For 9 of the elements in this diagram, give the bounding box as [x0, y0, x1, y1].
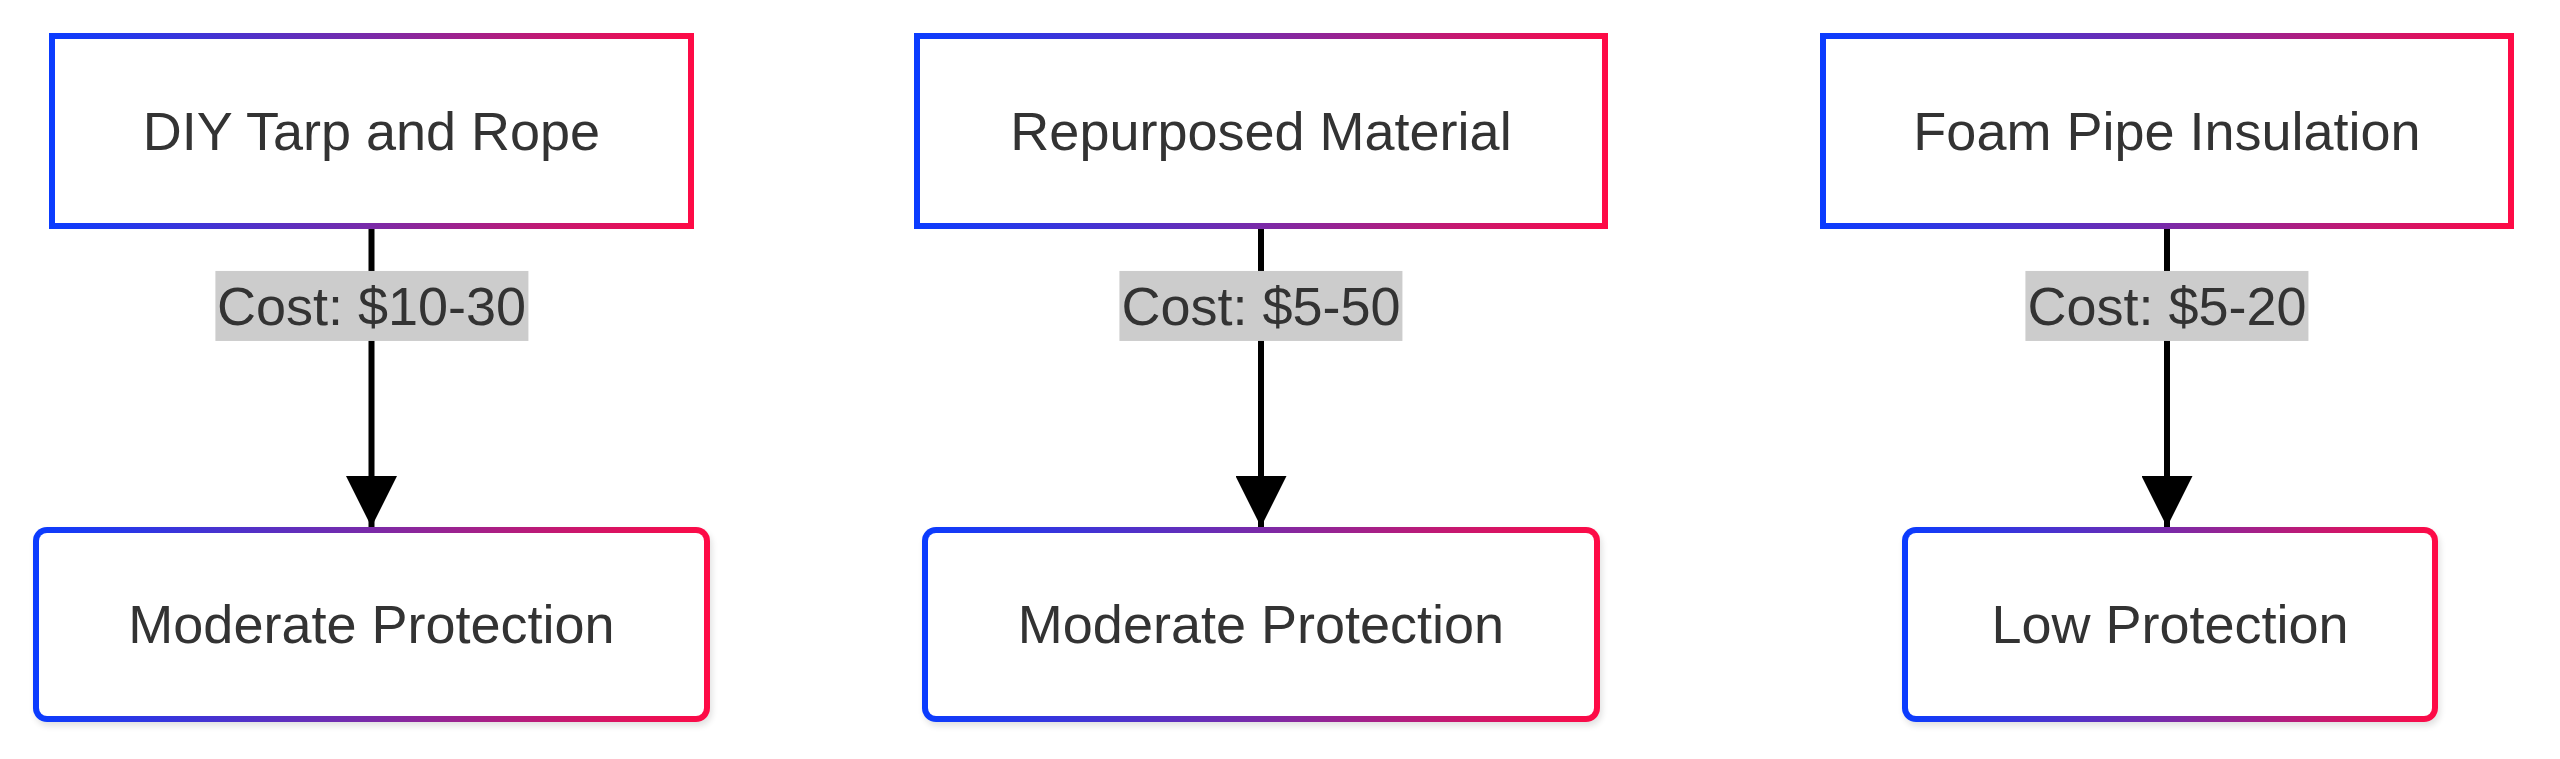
node-label: Moderate Protection [1016, 593, 1506, 657]
node-label: Repurposed Material [1009, 99, 1513, 163]
node-label: Low Protection [1990, 593, 2350, 657]
edge-label: Cost: $5-20 [2025, 270, 2309, 342]
node-label: Foam Pipe Insulation [1912, 99, 2422, 163]
node-label: DIY Tarp and Rope [141, 99, 602, 163]
node-label: Moderate Protection [127, 593, 616, 657]
edge-label: Cost: $5-50 [1119, 270, 1403, 342]
edge-label: Cost: $10-30 [214, 270, 529, 342]
